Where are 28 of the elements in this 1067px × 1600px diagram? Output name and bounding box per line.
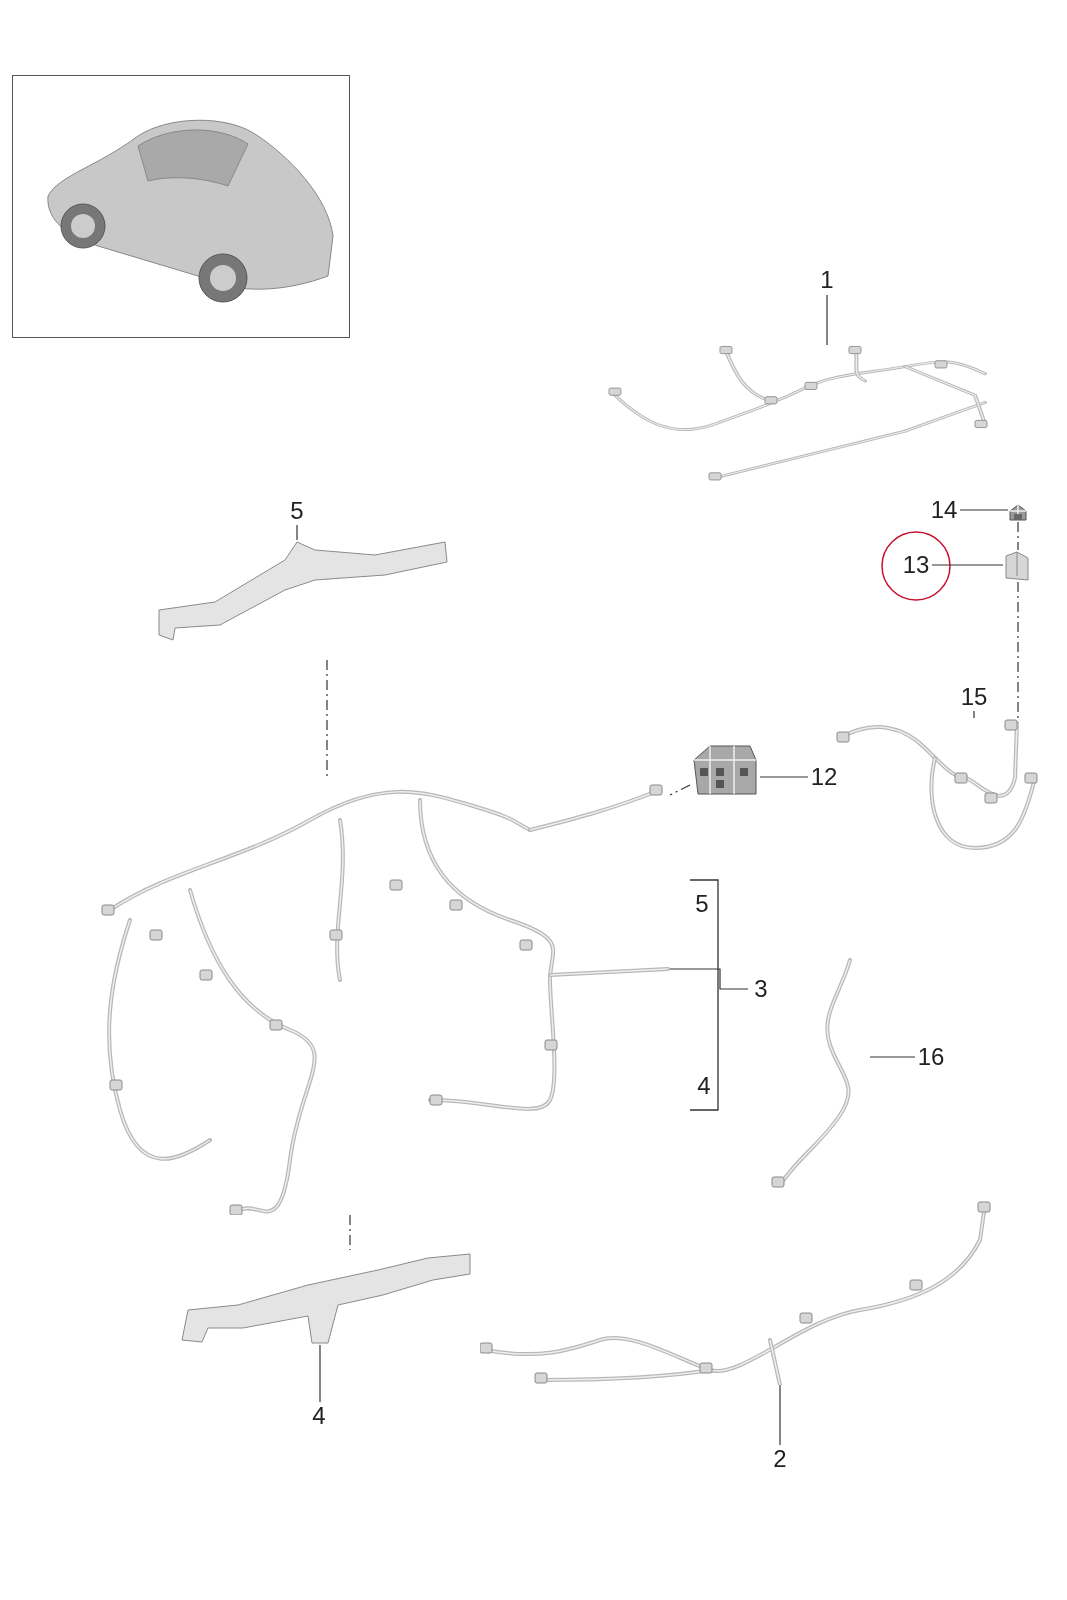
callout-number: 4	[306, 1402, 332, 1430]
leader-line	[931, 564, 1004, 566]
leader-line	[779, 1384, 781, 1446]
callout-number: 16	[915, 1043, 947, 1071]
callout-number: 3	[748, 975, 774, 1003]
leader-line	[759, 776, 809, 778]
callout-number: 12	[808, 763, 840, 791]
callout-number: 15	[958, 683, 990, 711]
callout-number: 2	[766, 1445, 794, 1473]
callout-number: 13	[900, 551, 932, 579]
leader-line	[826, 294, 828, 346]
callout-number: 1	[812, 265, 842, 295]
leader-line	[296, 524, 298, 541]
leader-line	[869, 1056, 916, 1058]
leader-line	[319, 1344, 321, 1403]
callout-number: 4	[696, 1072, 712, 1100]
leader-line	[959, 509, 1009, 511]
nut-drawing	[1008, 503, 1028, 522]
callout-number: 5	[285, 497, 309, 525]
assembly-line	[1017, 521, 1019, 551]
assembly-line	[669, 784, 691, 796]
assembly-line	[349, 1214, 351, 1251]
assembly-line	[1017, 581, 1019, 719]
bracket-drawing	[1003, 550, 1031, 582]
callout-number: 5	[694, 890, 710, 918]
leader-line	[973, 710, 975, 719]
leader-line	[669, 968, 749, 990]
callout-number: 14	[928, 496, 960, 524]
